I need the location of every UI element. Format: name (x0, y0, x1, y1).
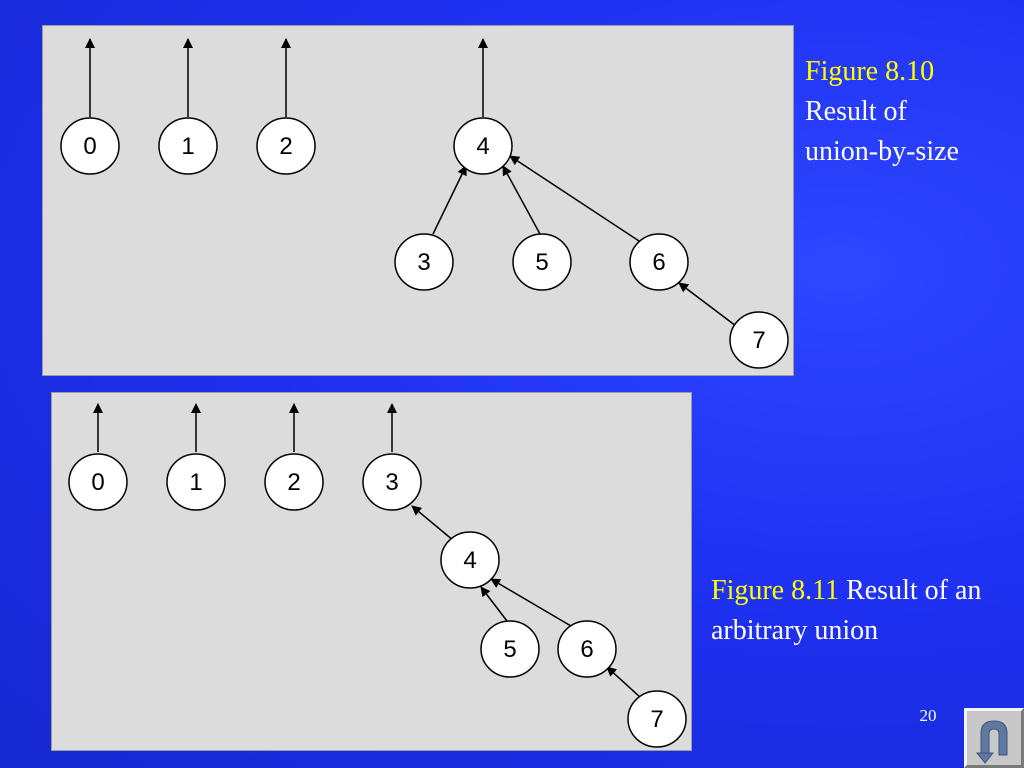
figure-caption-8-11: Figure 8.11 Result of an arbitrary union (711, 571, 991, 651)
u-turn-return-icon (975, 720, 1008, 764)
tree-node: 2 (264, 453, 324, 511)
tree-node: 4 (453, 117, 513, 175)
edge-6-to-4 (490, 578, 572, 627)
figure-number: Figure 8.10 (805, 56, 935, 87)
edge-5-to-4 (502, 165, 541, 235)
node-label: 4 (463, 547, 476, 574)
node-label: 7 (752, 327, 765, 354)
tree-node: 0 (68, 453, 128, 511)
tree-node: 5 (480, 620, 540, 678)
tree-node: 3 (394, 233, 454, 291)
tree-node: 6 (629, 233, 689, 291)
node-label: 5 (503, 636, 516, 663)
tree-node: 7 (729, 311, 789, 369)
node-label: 6 (580, 636, 593, 663)
slide-number: 20 (919, 706, 937, 725)
tree-node: 2 (256, 117, 316, 175)
tree-node: 1 (158, 117, 218, 175)
tree-node: 6 (557, 620, 617, 678)
caption-text: Result of an arbitrary union (711, 575, 982, 646)
node-label: 2 (279, 133, 292, 160)
node-label: 0 (83, 133, 96, 160)
tree-node: 0 (60, 117, 120, 175)
edge-6-to-4 (509, 155, 640, 242)
node-label: 1 (181, 133, 194, 160)
node-label: 7 (650, 706, 663, 733)
edge-7-to-6 (678, 282, 737, 327)
arbitrary-union-forest: 0 1 2 3 4 5 6 7 (68, 403, 687, 748)
tree-node: 7 (627, 690, 687, 748)
node-label: 4 (476, 133, 489, 160)
caption-line: union-by-size (805, 136, 959, 167)
caption-line: Result of (805, 96, 907, 127)
edge-3-to-4 (432, 165, 467, 235)
edge-4-to-3 (411, 505, 455, 542)
node-label: 1 (189, 469, 202, 496)
node-label: 0 (91, 469, 104, 496)
node-label: 5 (535, 249, 548, 276)
figure-number: Figure 8.11 (711, 575, 840, 606)
node-label: 2 (287, 469, 300, 496)
diagram-panel-union-by-size: 0 1 2 4 3 5 6 7 (42, 25, 794, 376)
edge-5-to-4 (480, 586, 508, 622)
tree-node: 1 (166, 453, 226, 511)
edge-7-to-6 (606, 666, 642, 699)
node-label: 3 (417, 249, 430, 276)
node-label: 6 (652, 249, 665, 276)
tree-node: 4 (440, 531, 500, 589)
tree-node: 5 (512, 233, 572, 291)
return-button[interactable] (964, 708, 1024, 768)
union-by-size-forest: 0 1 2 4 3 5 6 7 (60, 38, 789, 369)
figure-caption-8-10: Figure 8.10 Result of union-by-size (805, 52, 1015, 172)
tree-node: 3 (362, 453, 422, 511)
node-label: 3 (385, 469, 398, 496)
diagram-panel-arbitrary-union: 0 1 2 3 4 5 6 7 (51, 392, 692, 751)
